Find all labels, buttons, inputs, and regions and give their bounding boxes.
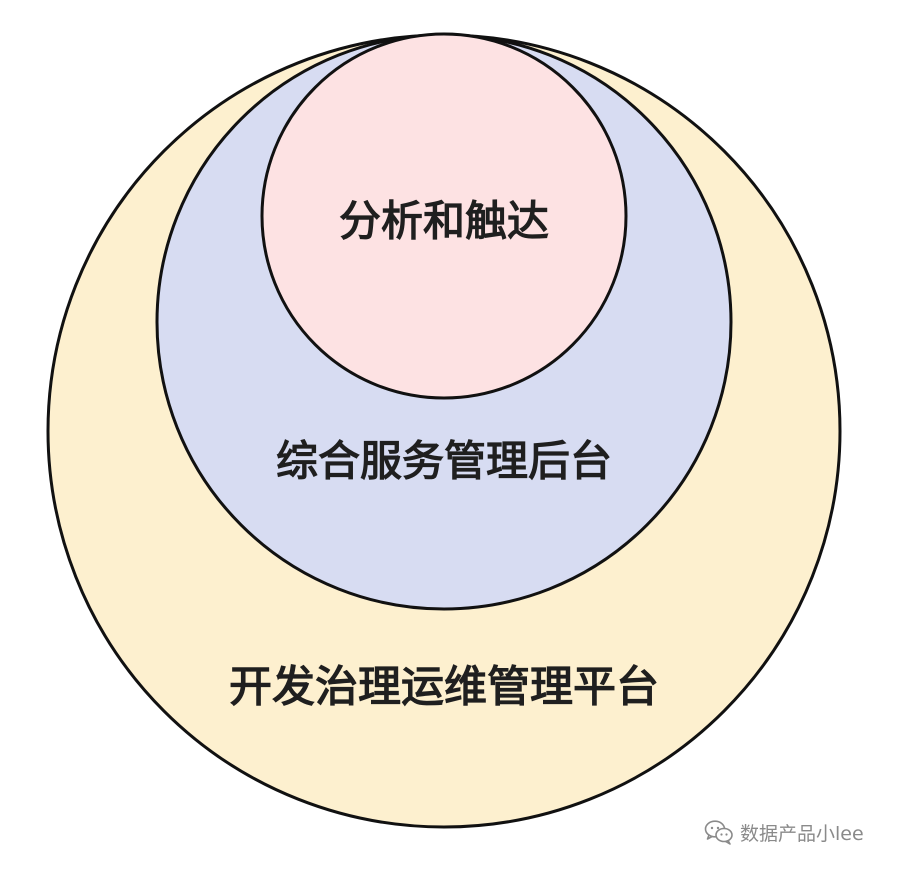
inner-circle-label: 分析和触达	[339, 197, 549, 246]
wechat-icon	[704, 820, 733, 845]
watermark-text: 数据产品小lee	[740, 822, 864, 845]
outer-circle-label: 开发治理运维管理平台	[229, 663, 659, 713]
inner-circle-group	[260, 32, 628, 400]
middle-circle-label: 综合服务管理后台	[276, 437, 612, 486]
watermark: 数据产品小lee	[704, 818, 864, 846]
inner-circle	[260, 32, 628, 400]
